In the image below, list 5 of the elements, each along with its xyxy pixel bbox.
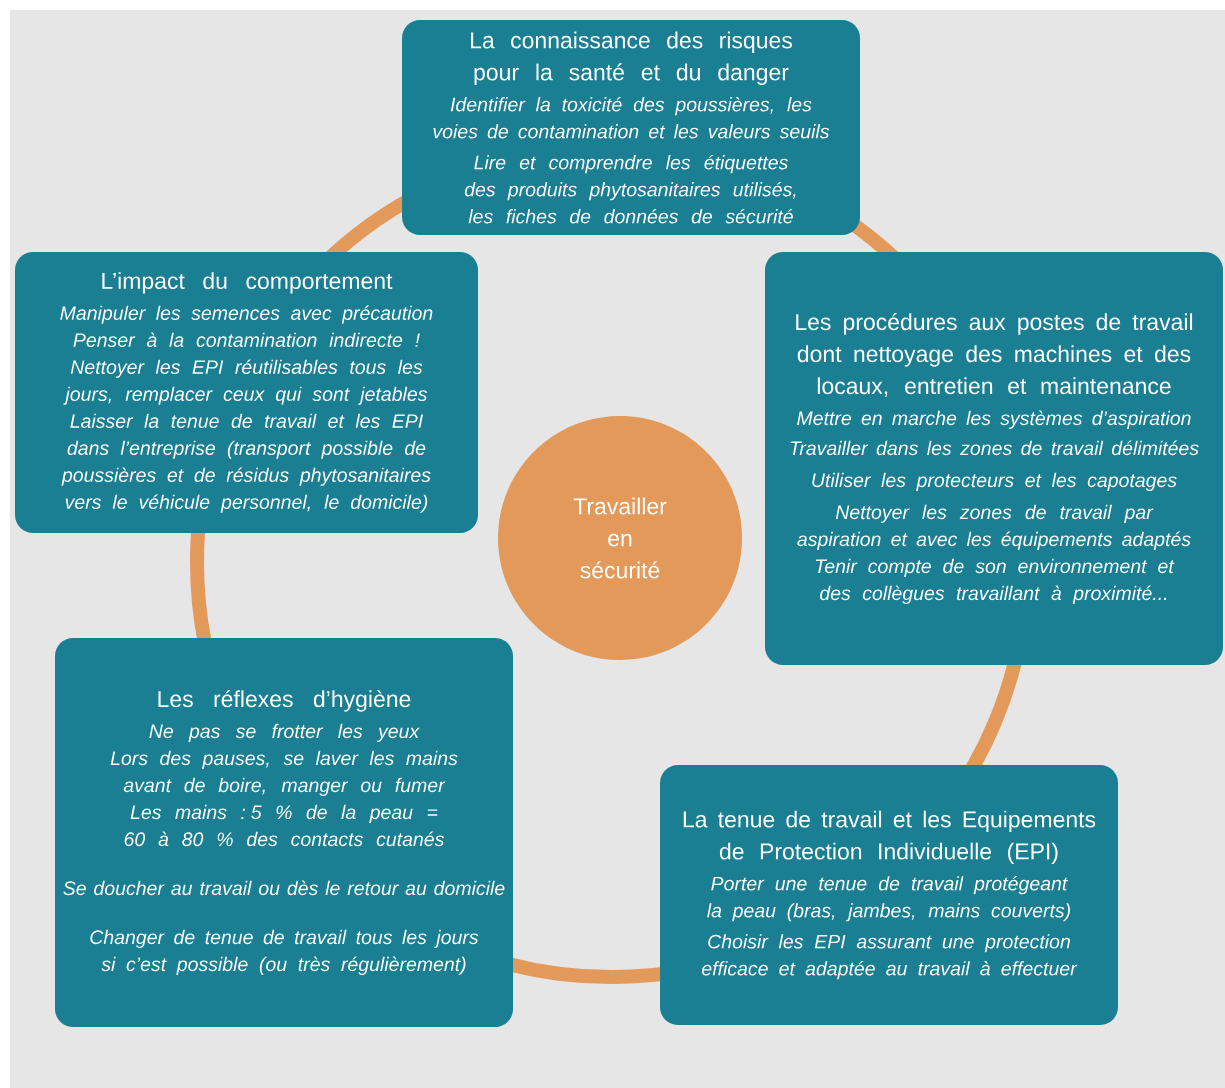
topic-box: La tenue de travail et les Equipements de Protection Individuelle (EPI) Porter une tenue de travail protégeant la peau (bras, jambes, mains couverts) Choisir les EPI assurant une protection efficace et adaptée au travail à effectuer — [660, 765, 1118, 1025]
topic-box: Les procédures aux postes de travail dont nettoyage des machines et des locaux, entretien et maintenance Mettre en marche les systèmes d’aspiration Travailler dans les zones de travail délimitées Utiliser les protecteurs et les capotages Nettoyer les zones de travail par aspiration et avec les équipements adaptés Tenir compte de son environnement et des collègues travaillant à proximité... — [765, 252, 1223, 665]
topic-box: L’impact du comportement Manipuler les semences avec précaution Penser à la contamination indirecte ! Nettoyer les EPI réutilisables tous les jours, remplacer ceux qui sont jetables Laisser la tenue de travail et les EPI dans l’entreprise (transport possible de poussières et de résidus phytosanitaires vers le véhicule personnel, le domicile) — [15, 252, 478, 533]
topic-box: La connaissance des risques pour la santé et du danger Identifier la toxicité des poussières, les voies de contamination et les valeurs seuils Lire et comprendre les étiquettes des produits phytosanitaires utilisés, les fiches de données de sécurité — [402, 20, 860, 235]
topic-box: Les réflexes d’hygiène Ne pas se frotter les yeux Lors des pauses, se laver les mains avant de boire, manger ou fumer Les mains : 5 % de la peau = 60 à 80 % des contacts cutanés Se doucher au travail ou dès le retour au domicile Changer de tenue de travail tous les jours si c’est possible (ou très régulièrement) — [55, 638, 513, 1027]
